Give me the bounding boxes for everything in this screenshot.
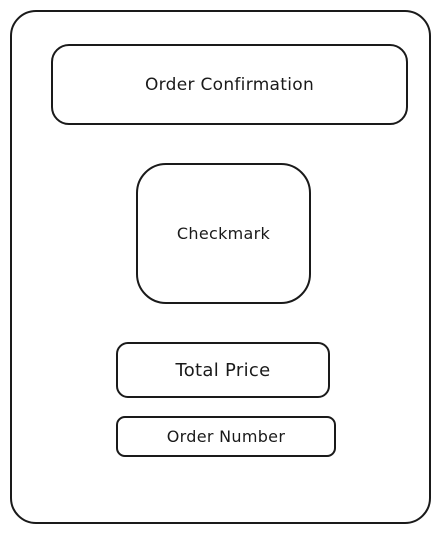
total-price-label: Total Price [175, 359, 271, 381]
checkmark-icon: Checkmark [136, 163, 311, 304]
screen-frame [10, 10, 431, 524]
order-confirmation-title: Order Confirmation [51, 44, 408, 125]
checkmark-label: Checkmark [176, 224, 271, 243]
order-number: Order Number [116, 416, 336, 457]
total-price: Total Price [116, 342, 330, 398]
order-number-label: Order Number [166, 427, 286, 446]
page-title: Order Confirmation [144, 74, 315, 95]
